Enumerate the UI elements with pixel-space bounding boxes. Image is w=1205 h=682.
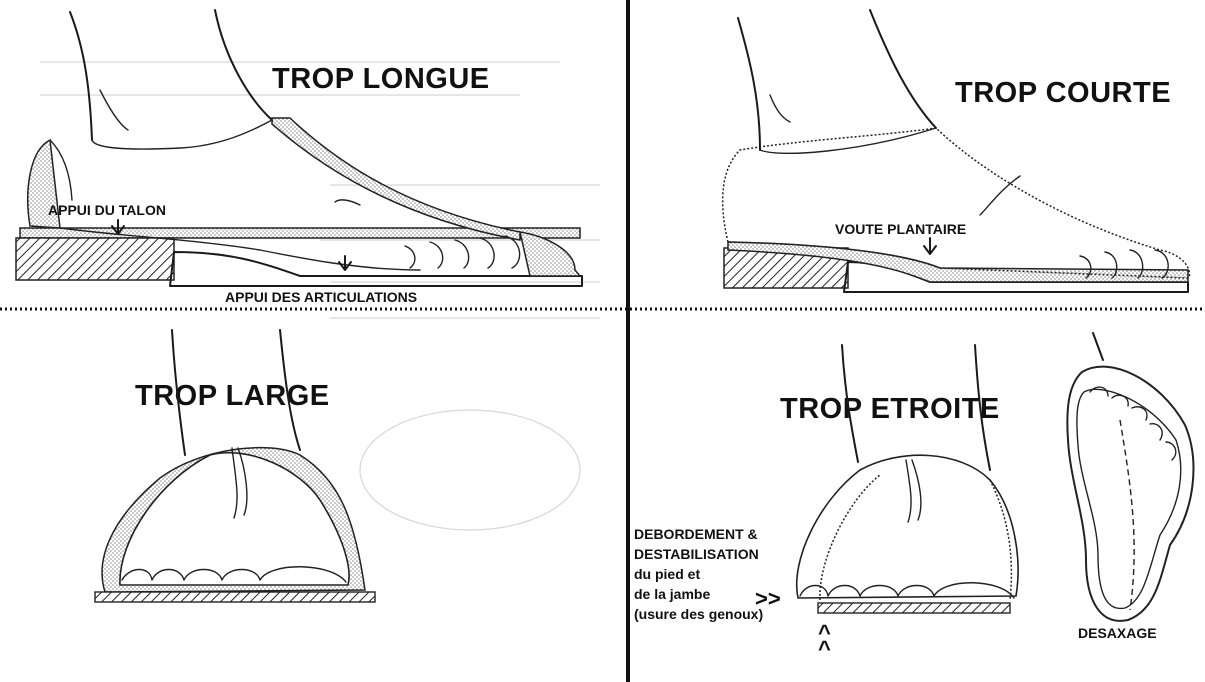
leg-outline-short: [738, 10, 936, 150]
panel-trop-longue: TROP LONGUE APPUI DU TALON APPUI DES ART…: [16, 10, 582, 305]
annotation-line: de la jambe: [634, 586, 710, 602]
calf-curve-long: [100, 90, 128, 130]
leg-outline-long: [70, 10, 272, 140]
arch-arrow: [924, 238, 936, 254]
instep-line-short: [980, 176, 1020, 215]
arrow-up-2: ^: [818, 636, 831, 661]
label-voute-plantaire: VOUTE PLANTAIRE: [835, 221, 966, 237]
shoe-vamp-long: [272, 118, 520, 240]
desaxage-axis: [1120, 420, 1134, 610]
label-desaxage: DESAXAGE: [1078, 625, 1157, 641]
ankle-line-long: [92, 120, 272, 149]
label-appui-des-articulations: APPUI DES ARTICULATIONS: [225, 289, 417, 305]
annotation-line: (usure des genoux): [634, 606, 763, 622]
sole-large: [95, 592, 375, 602]
panel-trop-courte: TROP COURTE VOUTE PLANTAIRE: [723, 10, 1190, 292]
joints-arrow: [339, 256, 351, 270]
shoe-outsole: [170, 252, 582, 286]
panel-trop-etroite: TROP ETROITE DEBORDEMENT & DESTABILISATI…: [634, 333, 1193, 661]
panel-title-trop-large: TROP LARGE: [135, 380, 330, 412]
panel-title-trop-longue: TROP LONGUE: [272, 63, 490, 95]
panel-title-trop-etroite: TROP ETROITE: [780, 393, 1000, 425]
arrows-right: >>: [755, 586, 781, 611]
foot-narrow: [797, 455, 1018, 598]
annotation-line: du pied et: [634, 566, 700, 582]
annotation-line: DESTABILISATION: [634, 546, 759, 562]
toes-long: [405, 236, 520, 268]
shoe-heel: [16, 238, 174, 280]
destabilisation-annotation: DEBORDEMENT & DESTABILISATION du pied et…: [634, 526, 763, 622]
desaxage-leg-line: [1093, 333, 1103, 360]
desaxage-foot-inner: [1077, 389, 1181, 608]
annotation-line: DEBORDEMENT &: [634, 526, 758, 542]
label-appui-du-talon: APPUI DU TALON: [48, 202, 166, 218]
calf-curve-short: [770, 95, 790, 122]
panel-title-trop-courte: TROP COURTE: [955, 77, 1171, 109]
sole-narrow: [818, 603, 1010, 613]
tendon-long: [335, 200, 360, 205]
panel-trop-large: TROP LARGE: [95, 330, 375, 602]
ankle-line-short: [760, 128, 936, 153]
